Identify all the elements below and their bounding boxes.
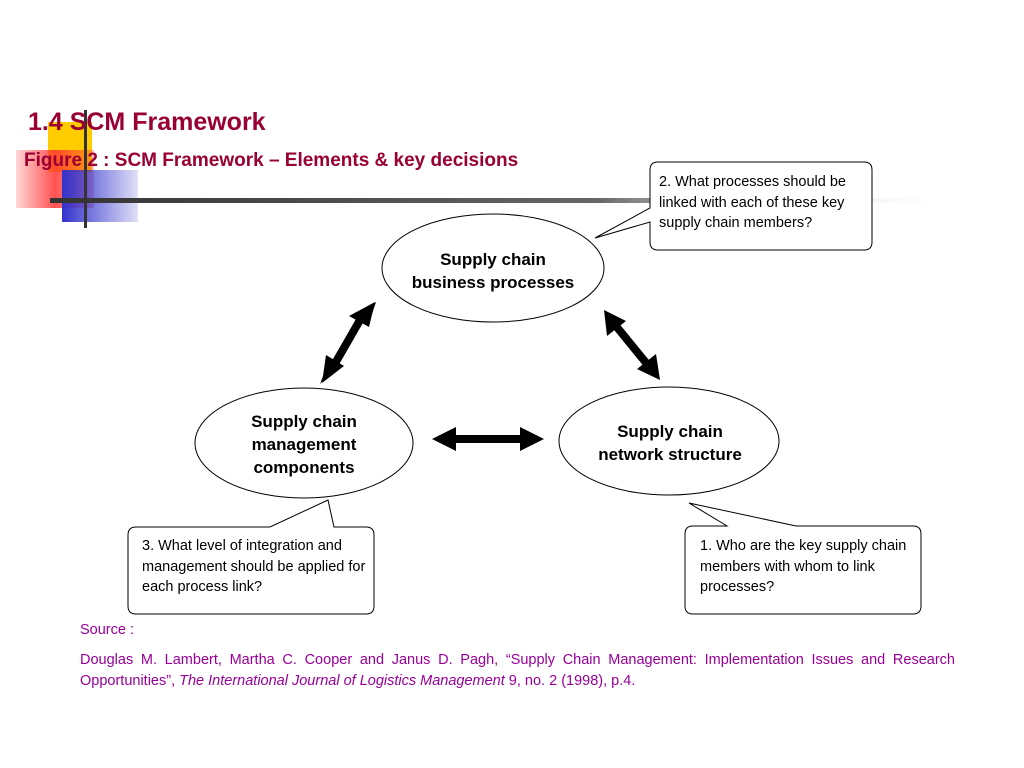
callout-q3-shape bbox=[127, 499, 375, 615]
callout-q1-text: 1. Who are the key supply chain members … bbox=[700, 538, 907, 595]
callout-q1-shape bbox=[684, 502, 922, 615]
figure-caption: Figure 2 : SCM Framework – Elements & ke… bbox=[24, 150, 519, 171]
callout-q3-text: 3. What level of integration and managem… bbox=[142, 538, 366, 595]
arrow-components-network bbox=[432, 427, 544, 451]
arrow-processes-network bbox=[604, 310, 660, 380]
vertical-rule bbox=[84, 110, 87, 228]
slide-title: 1.4 SCM Framework bbox=[28, 108, 266, 136]
slide-decoration bbox=[16, 110, 960, 228]
source-label: Source : bbox=[80, 622, 134, 638]
node-network-structure bbox=[558, 386, 780, 496]
blue-square bbox=[62, 170, 138, 222]
citation-issue: 9, no. 2 (1998), p.4. bbox=[504, 673, 636, 689]
citation-authors-title: Douglas M. Lambert, Martha C. Cooper and… bbox=[80, 652, 955, 689]
source-citation: Douglas M. Lambert, Martha C. Cooper and… bbox=[80, 650, 955, 692]
node-business-processes bbox=[381, 213, 605, 323]
node-label-network-structure: Supply chain network structure bbox=[598, 422, 742, 464]
callout-q2-shape bbox=[594, 161, 873, 251]
citation-journal: The International Journal of Logistics M… bbox=[179, 673, 505, 689]
callout-q2-text: 2. What processes should be linked with … bbox=[659, 174, 846, 231]
node-management-components bbox=[194, 387, 414, 499]
arrow-processes-components bbox=[320, 302, 376, 384]
node-label-management-components: Supply chain management components bbox=[251, 412, 357, 477]
node-label-business-processes: Supply chain business processes bbox=[411, 250, 575, 292]
horizontal-rule bbox=[50, 198, 960, 203]
